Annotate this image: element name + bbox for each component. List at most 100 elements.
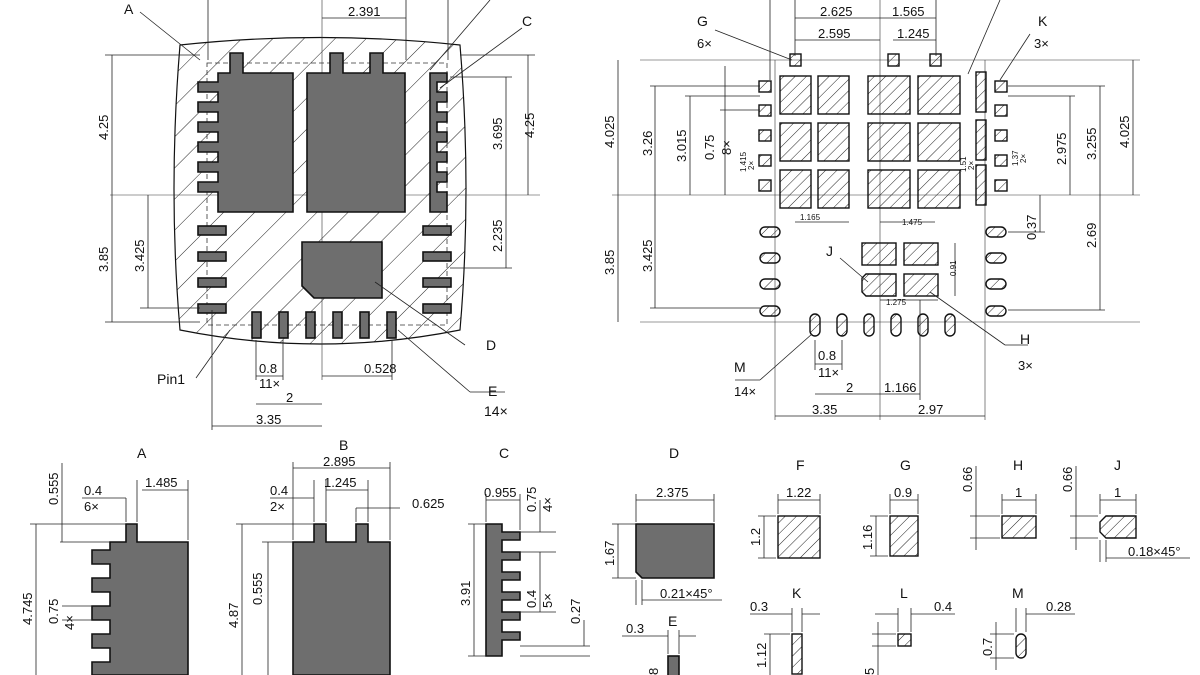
label-e: E	[488, 383, 497, 399]
detail-d-w: 2.375	[656, 485, 689, 500]
dim-2595: 2.595	[818, 26, 851, 41]
land-f-9	[867, 122, 911, 162]
land-m-6	[985, 252, 1007, 264]
dim-2: 2	[286, 390, 293, 405]
land-f-5	[779, 169, 812, 209]
land-f-3	[779, 122, 812, 162]
detail-m: M 0.28 0.7	[980, 585, 1075, 670]
detail-e-w: 0.3	[626, 621, 644, 636]
dim-269: 2.69	[1084, 223, 1099, 248]
detail-j-shape	[1099, 515, 1137, 539]
detail-a-h075: 0.75	[46, 599, 61, 624]
detail-d-shape	[635, 523, 715, 579]
dim-3695: 3.695	[490, 117, 505, 150]
land-l-4	[758, 154, 772, 167]
detail-l-shape	[897, 633, 912, 647]
label-c: C	[522, 13, 532, 29]
land-f-2	[817, 75, 850, 115]
detail-m-title: M	[1012, 585, 1024, 601]
detail-a-n4: 4×	[62, 615, 77, 630]
detail-a-shape	[91, 523, 189, 675]
detail-b-n2: 2×	[270, 499, 285, 514]
land-m-1	[759, 226, 781, 238]
detail-k: K 0.3 1.12	[750, 585, 820, 675]
detail-j-ch: 0.18×45°	[1128, 544, 1181, 559]
dim-2-right: 2	[846, 380, 853, 395]
detail-k-shape	[791, 633, 803, 675]
detail-j-title: J	[1114, 457, 1121, 473]
label-g-count: 6×	[697, 36, 712, 51]
detail-a-h: 4.745	[20, 592, 35, 625]
dim-326: 3.26	[640, 131, 655, 156]
detail-f-w: 1.22	[786, 485, 811, 500]
land-m-13	[917, 313, 929, 337]
dim-075: 0.75	[702, 135, 717, 160]
land-m-3	[759, 278, 781, 290]
label-d: D	[486, 337, 496, 353]
land-m-5	[985, 226, 1007, 238]
land-m-11	[863, 313, 875, 337]
land-l-6	[994, 80, 1008, 93]
land-l-9	[994, 154, 1008, 167]
land-f-8	[917, 75, 961, 115]
detail-a-h0555: 0.555	[46, 472, 61, 505]
detail-k-w: 0.3	[750, 599, 768, 614]
dim-08: 0.8	[259, 361, 277, 376]
detail-g-w: 0.9	[894, 485, 912, 500]
dim-1415: 1.415	[739, 151, 748, 172]
detail-d-title: D	[669, 445, 679, 461]
detail-d-h: 1.67	[602, 541, 617, 566]
right-land-pattern-view: G 6× K 3× J H 3× M 14× 2.625 1.565 2.595…	[602, 0, 1140, 420]
dim-335-right: 3.35	[812, 402, 837, 417]
land-f-1	[779, 75, 812, 115]
dim-3425-left: 3.425	[132, 239, 147, 272]
left-package-view: A C D E 14× Pin1 2.391 4.25 3.85 3.425 3…	[96, 0, 540, 430]
dim-297: 2.97	[918, 402, 943, 417]
dim-425-right: 4.25	[522, 113, 537, 138]
detail-k-h: 1.12	[754, 643, 769, 668]
detail-j-w: 1	[1114, 485, 1121, 500]
detail-h-h: 0.66	[960, 467, 975, 492]
dim-3255: 3.255	[1084, 127, 1099, 160]
detail-a-title: A	[137, 445, 147, 461]
dim-2975: 2.975	[1054, 132, 1069, 165]
land-h-1	[861, 242, 897, 266]
land-l-3	[758, 129, 772, 142]
detail-a-w: 1.485	[145, 475, 178, 490]
detail-b-h: 4.87	[226, 603, 241, 628]
land-g-3	[929, 53, 942, 67]
land-m-10	[836, 313, 848, 337]
detail-e: E 0.3 8	[622, 613, 696, 675]
detail-b-title: B	[339, 437, 348, 453]
detail-b: B 2.895 0.4 2× 1.245 0.625 4.87 0.555	[226, 437, 445, 675]
land-l-10	[994, 179, 1008, 192]
dim-11x: 11×	[259, 376, 280, 391]
detail-f-shape	[777, 515, 821, 559]
detail-e-shape	[667, 655, 680, 675]
land-m-7	[985, 278, 1007, 290]
dim-037: 0.37	[1024, 215, 1039, 240]
detail-g-h: 1.16	[860, 525, 875, 550]
detail-c-w: 0.955	[484, 485, 517, 500]
pad-e-bottom-2	[278, 311, 289, 339]
detail-b-shape	[292, 523, 391, 675]
dim-1165: 1.165	[800, 213, 821, 222]
detail-d: D 2.375 1.67 0.21×45°	[602, 445, 722, 605]
detail-b-w0625: 0.625	[412, 496, 445, 511]
dim-4025-right: 4.025	[1117, 115, 1132, 148]
pad-e-left-3	[197, 277, 227, 288]
pad-e-bottom-5	[359, 311, 370, 339]
land-f-4	[817, 122, 850, 162]
dim-3425-right: 3.425	[640, 239, 655, 272]
pad-e-left-1	[197, 225, 227, 236]
land-l-2	[758, 104, 772, 117]
detail-f: F 1.22 1.2	[748, 457, 821, 559]
pad-e-bottom-6	[386, 311, 397, 339]
pad-e-bottom-1	[251, 311, 262, 339]
land-m-8	[985, 305, 1007, 317]
detail-c-title: C	[499, 445, 509, 461]
dim-0528: 0.528	[364, 361, 397, 376]
detail-a-n6: 6×	[84, 499, 99, 514]
pad-e-bottom-4	[332, 311, 343, 339]
detail-k-title: K	[792, 585, 802, 601]
